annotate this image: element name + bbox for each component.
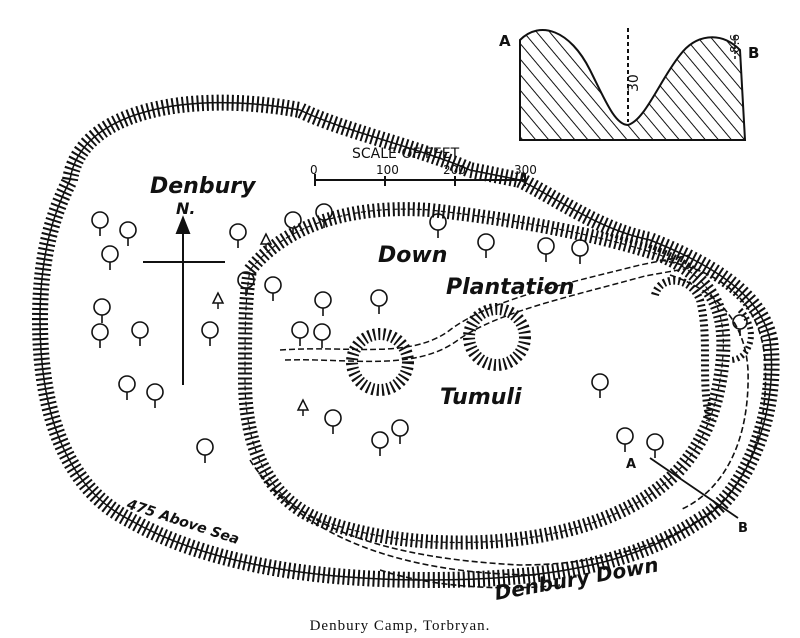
label-denbury: Denbury [150, 174, 257, 199]
conifers [211, 232, 310, 416]
tumulus-west [346, 328, 414, 396]
scale-title: SCALE OF FEET [352, 146, 460, 162]
label-down: Down [378, 243, 447, 268]
scale-tick-300: 300 [514, 163, 537, 177]
section-label-b: B [748, 44, 759, 62]
tree-icon [93, 298, 111, 323]
tree-icon [371, 431, 389, 456]
tree-icon [391, 419, 409, 444]
tree-icon [616, 427, 634, 452]
label-above-sea: 475 Above Sea [124, 496, 241, 548]
scale-tick-200: 200 [443, 163, 466, 177]
north-label: N. [176, 199, 195, 218]
tree-icon [118, 375, 136, 400]
tree-icon [732, 314, 748, 336]
tree-icon [324, 409, 342, 434]
inner-rampart [237, 202, 731, 550]
label-tumuli: Tumuli [440, 385, 522, 410]
conifer-icon [211, 291, 225, 309]
map-section-a: A [626, 457, 636, 472]
section-line [649, 457, 739, 519]
tree-icon [571, 239, 589, 264]
north-arrow [143, 215, 225, 385]
tree-icon [201, 321, 219, 346]
tree-icon [131, 321, 149, 346]
scale-bar [314, 174, 526, 186]
tree-icon [313, 323, 331, 348]
tree-icon [284, 211, 302, 236]
scale-tick-100: 100 [376, 163, 399, 177]
section-label-a: A [499, 32, 511, 50]
tumulus-east [463, 303, 531, 371]
tree-icon [119, 221, 137, 246]
tree-icon [229, 223, 247, 248]
label-plantation: Plantation [446, 275, 574, 300]
plantation-path [279, 254, 691, 363]
tree-icon [646, 433, 664, 458]
tree-icon [91, 211, 109, 236]
tree-icon [264, 276, 282, 301]
tree-icon [101, 245, 119, 270]
cross-section-inset [519, 28, 747, 141]
outer-rampart [31, 94, 780, 589]
tree-icon [591, 373, 609, 398]
east-loop [651, 276, 754, 421]
conifer-icon [296, 398, 310, 416]
tree-icon [146, 383, 164, 408]
tree-icon [196, 438, 214, 463]
tree-icon [291, 321, 309, 346]
tree-icon [315, 203, 333, 228]
section-depth: 30 [626, 74, 642, 92]
eastern-ditch [249, 259, 767, 589]
map-section-b: B [738, 521, 748, 536]
conifer-icon [259, 232, 273, 250]
tree-icon [370, 289, 388, 314]
map-caption: Denbury Camp, Torbryan. [310, 618, 491, 634]
scale-tick-0: 0 [310, 163, 318, 177]
tree-icon [477, 233, 495, 258]
tree-icon [537, 237, 555, 262]
tree-icon [429, 213, 447, 238]
tree-icon [91, 323, 109, 348]
trees [91, 203, 748, 463]
tree-icon [314, 291, 332, 316]
section-height: 8.6 [728, 34, 742, 53]
tree-icon [237, 271, 255, 296]
